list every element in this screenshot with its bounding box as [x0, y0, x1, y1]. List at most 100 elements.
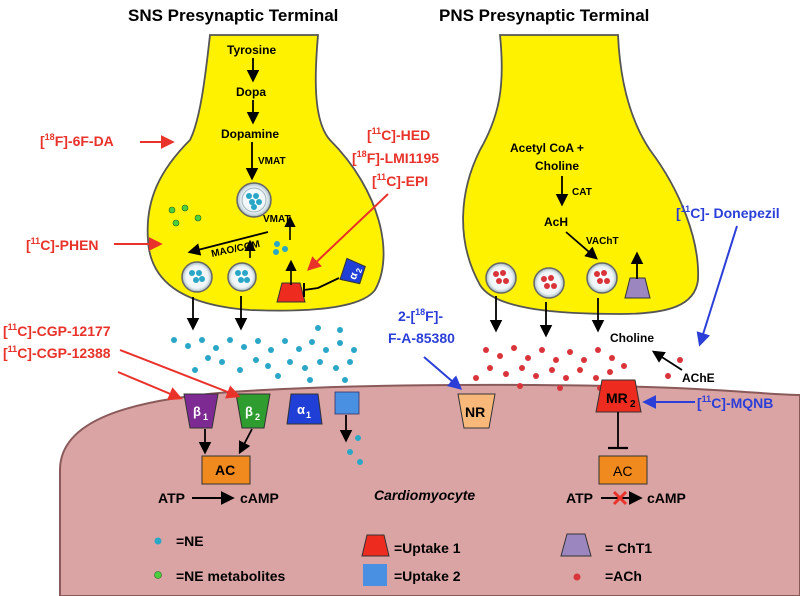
beta1-subscript: 1 — [203, 412, 208, 422]
uptake1-transporter — [276, 282, 306, 303]
x-mark-icon — [612, 490, 628, 506]
vmat-top-label: VMAT — [258, 156, 286, 167]
tracer-cgp-12388: [11C]-CGP-12388 — [3, 344, 111, 361]
svg-text:[11C]-CGP-12177: [11C]-CGP-12177 — [3, 322, 111, 339]
tracer-phen: [11C]-PHEN — [26, 236, 99, 253]
ac-right-box — [598, 455, 648, 485]
alpha1-receptor: α 1 — [286, 393, 323, 425]
alpha2-inhibit-line — [303, 277, 340, 291]
svg-text:[11C]-HED: [11C]-HED — [367, 126, 430, 143]
alpha2-subscript: 2 — [354, 267, 364, 275]
beta1-receptor: β 1 — [183, 393, 219, 429]
tracer-hed: [11C]-HED — [367, 126, 430, 143]
tracer-epi: [11C]-EPI — [372, 172, 428, 189]
ach-label: AcH — [544, 215, 568, 229]
tracer-6f-da: [18F]-6F-DA — [40, 132, 114, 149]
tracer-cgp-12177: [11C]-CGP-12177 — [3, 322, 111, 339]
mr2-receptor: MR 2 — [595, 379, 642, 413]
cardiomyocyte-cell — [59, 383, 800, 596]
legend-metabolite-dot — [154, 571, 162, 579]
choline-cleft-label: Choline — [610, 331, 654, 345]
legend-ne-label: =NE — [176, 533, 204, 549]
legend-ne-dot — [154, 537, 162, 545]
ache-label: AChE — [682, 371, 715, 385]
pns-title: PNS Presynaptic Terminal — [439, 6, 649, 25]
legend-ach-label: =ACh — [605, 568, 642, 584]
svg-text:[11C]-CGP-12388: [11C]-CGP-12388 — [3, 344, 111, 361]
vesicle-icon — [533, 267, 565, 299]
sns-terminal — [146, 34, 385, 312]
svg-text:[11C]-PHEN: [11C]-PHEN — [26, 236, 99, 253]
acetyl-coa-label: Acetyl CoA + — [510, 141, 584, 155]
vesicle-icon — [586, 262, 618, 294]
legend-uptake1-label: =Uptake 1 — [394, 540, 461, 556]
svg-text:[11C]- Donepezil: [11C]- Donepezil — [676, 204, 780, 221]
choline-inside-label: Choline — [535, 159, 579, 173]
legend-uptake2-icon — [363, 564, 387, 586]
alpha2-autoreceptor: α 2 — [339, 257, 366, 285]
beta2-to-ac-arrow — [238, 428, 253, 455]
tracer-cgp-to-beta1-arrow — [117, 371, 183, 401]
tracer-fa-arrow — [423, 356, 463, 390]
ac-left-box — [201, 455, 251, 485]
atp-right-label: ATP — [566, 490, 593, 506]
svg-text:[18F]-LMI1195: [18F]-LMI1195 — [352, 149, 439, 166]
tracer-fa-85380: 2-[18F]- F-A-85380 — [388, 307, 455, 346]
cat-label: CAT — [572, 187, 592, 198]
ne-metabolites-in-terminal — [168, 204, 202, 227]
legend-uptake2-label: =Uptake 2 — [394, 568, 461, 584]
ac-right-label: AC — [613, 463, 632, 479]
ach-dots-cleft — [473, 345, 683, 391]
vesicle-icon — [485, 262, 517, 294]
ne-dots-cleft — [171, 325, 363, 465]
svg-text:[18F]-6F-DA: [18F]-6F-DA — [40, 132, 114, 149]
svg-text:F-A-85380: F-A-85380 — [388, 330, 455, 346]
ach-in-vesicles — [493, 270, 610, 289]
cht1-transporter — [624, 277, 651, 299]
alpha1-label: α — [297, 402, 305, 417]
beta2-receptor: β 2 — [235, 393, 271, 429]
nr-label: NR — [465, 404, 485, 420]
vmat-mid-label: VMAT — [263, 214, 291, 225]
mr2-subscript: 2 — [630, 399, 636, 410]
beta1-label: β — [193, 404, 201, 419]
dopamine-label: Dopamine — [221, 127, 279, 141]
alpha2-label: α — [347, 271, 361, 281]
beta2-subscript: 2 — [255, 412, 260, 422]
camp-left-label: cAMP — [240, 490, 279, 506]
svg-text:[11C]-MQNB: [11C]-MQNB — [697, 394, 773, 411]
legend-cht1-label: = ChT1 — [605, 540, 652, 556]
mao-com-arrow — [187, 231, 269, 256]
tracer-donepezil: [11C]- Donepezil — [676, 204, 780, 221]
svg-text:[11C]-EPI: [11C]-EPI — [372, 172, 428, 189]
camp-right-label: cAMP — [647, 490, 686, 506]
vacht-label: VAChT — [586, 236, 619, 247]
tracer-mqnb: [11C]-MQNB — [697, 394, 773, 411]
nr-receptor: NR — [457, 393, 496, 429]
vesicle-icon — [227, 262, 257, 292]
dopa-label: Dopa — [236, 85, 266, 99]
sns-title: SNS Presynaptic Terminal — [128, 6, 338, 25]
vesicle-icon — [181, 261, 213, 293]
tracer-donepezil-arrow — [696, 225, 738, 347]
svg-text:2-[18F]-: 2-[18F]- — [398, 307, 443, 324]
mr2-label: MR — [606, 390, 628, 406]
legend-cht1-icon — [560, 533, 592, 557]
ache-arrow — [651, 350, 683, 371]
ac-left-label: AC — [215, 462, 235, 478]
cardiomyocyte-label: Cardiomyocyte — [374, 487, 475, 503]
atp-left-label: ATP — [158, 490, 185, 506]
legend-ach-dot — [573, 573, 581, 581]
vacht-arrow — [565, 231, 598, 260]
legend-uptake1-icon — [361, 534, 390, 557]
beta2-label: β — [245, 404, 253, 419]
tyrosine-label: Tyrosine — [227, 43, 276, 57]
legend-ne-metabolites-label: =NE metabolites — [176, 568, 286, 584]
tracer-cgp-to-beta2-arrow — [119, 349, 241, 399]
ne-in-vesicles — [189, 193, 288, 283]
tracer-hed-arrow — [306, 193, 389, 271]
pns-terminal — [462, 34, 699, 315]
tracer-lmi1195: [18F]-LMI1195 — [352, 149, 439, 166]
alpha1-subscript: 1 — [306, 410, 311, 420]
